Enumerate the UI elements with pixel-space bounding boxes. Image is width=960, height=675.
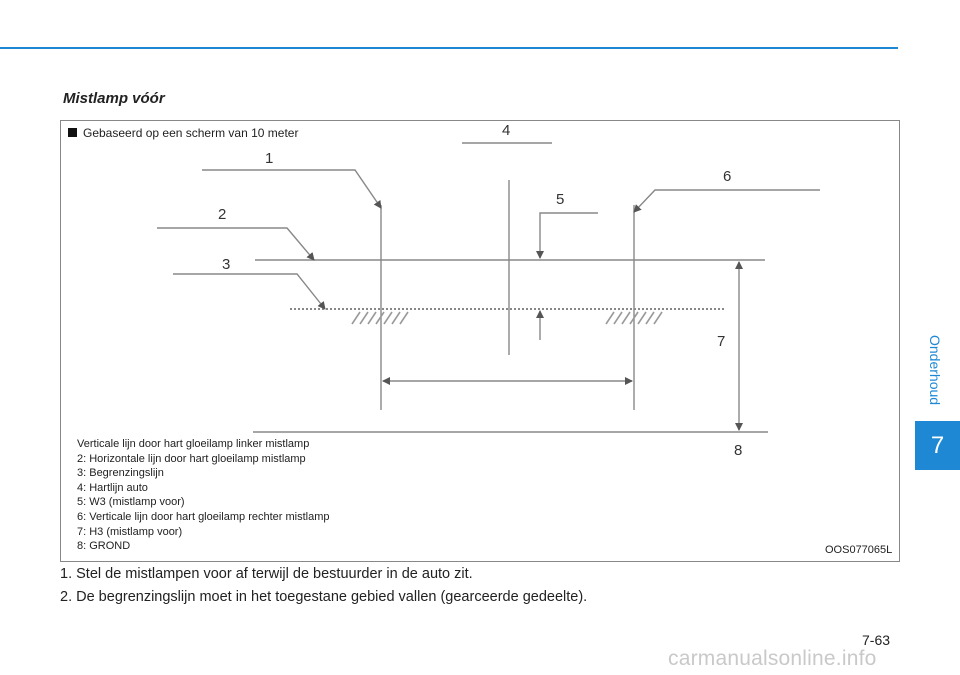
figure-legend: Verticale lijn door hart gloeilamp linke…: [77, 437, 330, 554]
allowed-area-right: [605, 311, 663, 325]
legend-item: 4: Hartlijn auto: [77, 481, 148, 494]
diagram-label-6: 6: [723, 168, 731, 185]
figure-note: Gebaseerd op een scherm van 10 meter: [68, 126, 298, 140]
legend-item: 6: Verticale lijn door hart gloeilamp re…: [77, 510, 330, 523]
legend-item: 3: Begrenzingslijn: [77, 467, 164, 480]
step-item: 2. De begrenzingslijn moet in het toeges…: [60, 589, 588, 605]
diagram-label-2: 2: [218, 206, 226, 223]
legend-item: 2: Horizontale lijn door hart gloeilamp …: [77, 452, 306, 465]
diagram-label-5: 5: [556, 191, 564, 208]
watermark: carmanualsonline.info: [668, 647, 877, 670]
instruction-steps: 1. Stel de mistlampen voor af terwijl de…: [60, 563, 587, 609]
page-number: 7-63: [862, 632, 891, 648]
figure-code: OOS077065L: [825, 544, 893, 556]
diagram-label-1: 1: [265, 150, 273, 167]
legend-item: Verticale lijn door hart gloeilamp linke…: [77, 438, 310, 450]
chapter-tab: 7: [915, 421, 960, 470]
side-tab-label: Onderhoud: [927, 334, 943, 406]
legend-item: 7: H3 (mistlamp voor): [77, 525, 183, 538]
diagram-label-4: 4: [502, 122, 510, 139]
diagram-label-3: 3: [222, 256, 230, 273]
step-item: 1. Stel de mistlampen voor af terwijl de…: [60, 566, 473, 582]
figure-note-text: Gebaseerd op een scherm van 10 meter: [83, 126, 299, 140]
square-bullet-icon: [68, 128, 77, 137]
diagram-label-7: 7: [717, 333, 725, 350]
diagram-label-8: 8: [734, 442, 742, 459]
section-title: Mistlamp vóór: [63, 90, 165, 107]
figure-frame: [60, 120, 900, 562]
allowed-area-left: [351, 311, 409, 325]
legend-item: 5: W3 (mistlamp voor): [77, 496, 185, 509]
legend-item: 8: GROND: [77, 540, 131, 553]
top-rule: [0, 47, 898, 49]
